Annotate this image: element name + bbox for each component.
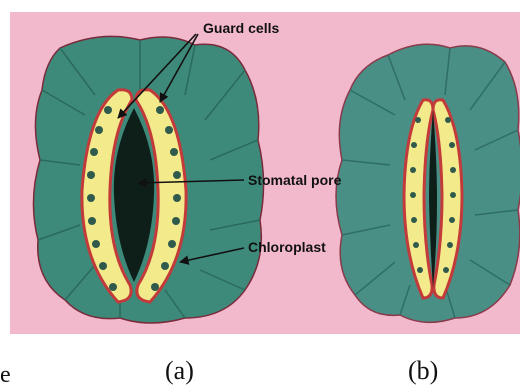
panel-a-caption: (a) bbox=[165, 356, 194, 386]
chloroplast-label: Chloroplast bbox=[248, 239, 326, 255]
panel-b-caption: (b) bbox=[408, 356, 438, 386]
stomatal-pore-label: Stomatal pore bbox=[248, 172, 341, 188]
closed-stoma-panel bbox=[336, 44, 520, 322]
stray-letter: e bbox=[0, 362, 11, 389]
guard-cells-label: Guard cells bbox=[203, 20, 279, 36]
